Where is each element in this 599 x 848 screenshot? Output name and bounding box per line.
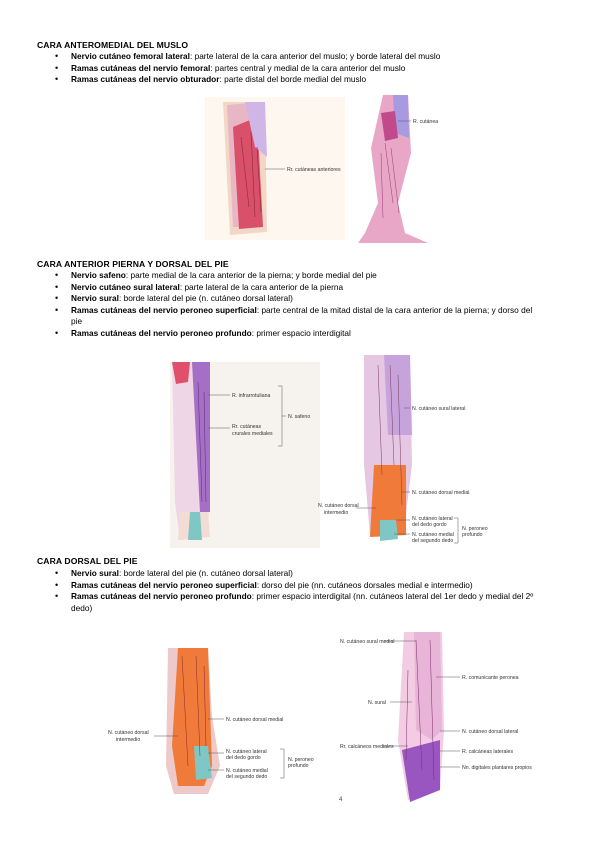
posterior-leg-figure: N. cutáneo sural medial R. comunicante p… [340,632,532,802]
svg-text:R. comunicante peronea: R. comunicante peronea [462,675,519,681]
svg-text:crurales mediales: crurales mediales [232,431,273,437]
svg-text:N. cutáneo lateral: N. cutáneo lateral [226,749,267,755]
svg-text:N. cutáneo dorsal: N. cutáneo dorsal [318,503,359,509]
svg-text:N. cutáneo dorsal lateral: N. cutáneo dorsal lateral [462,729,518,735]
svg-text:del segundo dedo: del segundo dedo [412,538,453,544]
svg-text:N. cutáneo sural lateral: N. cutáneo sural lateral [412,406,465,412]
list-item: Nervio sural: borde lateral del pie (n. … [0,568,541,580]
list-item: Ramas cutáneas del nervio femoral: parte… [0,63,541,75]
svg-text:del segundo dedo: del segundo dedo [226,774,267,780]
dorsal-foot-figure: N. cutáneo dorsal medial N. cutáneo dors… [108,648,314,794]
svg-text:intermedio: intermedio [116,737,140,743]
svg-text:R. infrarrotuliana: R. infrarrotuliana [232,393,270,399]
svg-text:N. cutáneo lateral: N. cutáneo lateral [412,516,453,522]
bullet-list: Nervio cutáneo femoral lateral: parte la… [0,51,541,86]
list-item: Nervio sural: borde lateral del pie (n. … [0,293,541,305]
section-title: CARA ANTEROMEDIAL DEL MUSLO [37,40,189,50]
svg-text:N. sural: N. sural [368,700,386,706]
svg-text:R. cutánea: R. cutánea [413,119,438,125]
svg-text:N. cutáneo dorsal: N. cutáneo dorsal [108,730,149,736]
svg-text:N. cutáneo dorsal medial: N. cutáneo dorsal medial [412,490,469,496]
thigh-anterior-figure: Rr. cutáneas anteriores [205,97,345,240]
svg-text:Nn. digitales plantares propio: Nn. digitales plantares propios [462,765,532,771]
list-item: Ramas cutáneas del nervio peroneo profun… [0,591,541,614]
section-title: CARA ANTERIOR PIERNA Y DORSAL DEL PIE [37,259,229,269]
svg-text:profundo: profundo [462,532,483,538]
leg-medial-figure: R. cutánea [358,95,438,243]
svg-text:intermedio: intermedio [324,510,348,516]
list-item: Nervio cutáneo femoral lateral: parte la… [0,51,541,63]
svg-text:N. peroneo: N. peroneo [462,526,488,532]
leg-saphenous-figure: R. infrarrotuliana Rr. cutáneas crurales… [170,362,320,548]
section-title: CARA DORSAL DEL PIE [37,556,138,566]
leg-anterior-figure: N. cutáneo sural lateral N. cutáneo dors… [318,355,488,544]
svg-text:N. cutáneo medial: N. cutáneo medial [412,532,454,538]
svg-text:del dedo gordo: del dedo gordo [226,755,261,761]
svg-text:N. cutáneo sural medial: N. cutáneo sural medial [340,639,395,645]
svg-text:N. cutáneo dorsal medial: N. cutáneo dorsal medial [226,717,283,723]
bullet-list: Nervio safeno: parte medial de la cara a… [0,270,541,340]
svg-text:N. cutáneo medial: N. cutáneo medial [226,768,268,774]
svg-text:del dedo gordo: del dedo gordo [412,522,447,528]
svg-text:profundo: profundo [288,763,309,769]
svg-text:N. safeno: N. safeno [288,414,310,420]
list-item: Ramas cutáneas del nervio peroneo profun… [0,328,541,340]
bullet-list: Nervio sural: borde lateral del pie (n. … [0,568,541,614]
svg-text:Rr. cutáneas anteriores: Rr. cutáneas anteriores [287,167,341,173]
list-item: Nervio safeno: parte medial de la cara a… [0,270,541,282]
svg-text:R. calcáneas laterales: R. calcáneas laterales [462,749,513,755]
page-number: 4 [339,797,343,803]
list-item: Ramas cutáneas del nervio peroneo superf… [0,580,541,592]
svg-text:Rr. calcáneos mediales: Rr. calcáneos mediales [340,744,394,750]
list-item: Ramas cutáneas del nervio obturador: par… [0,74,541,86]
svg-text:N. peroneo: N. peroneo [288,757,314,763]
list-item: Ramas cutáneas del nervio peroneo superf… [0,305,541,328]
list-item: Nervio cutáneo sural lateral: parte late… [0,282,541,294]
svg-text:Rr. cutáneas: Rr. cutáneas [232,424,262,430]
